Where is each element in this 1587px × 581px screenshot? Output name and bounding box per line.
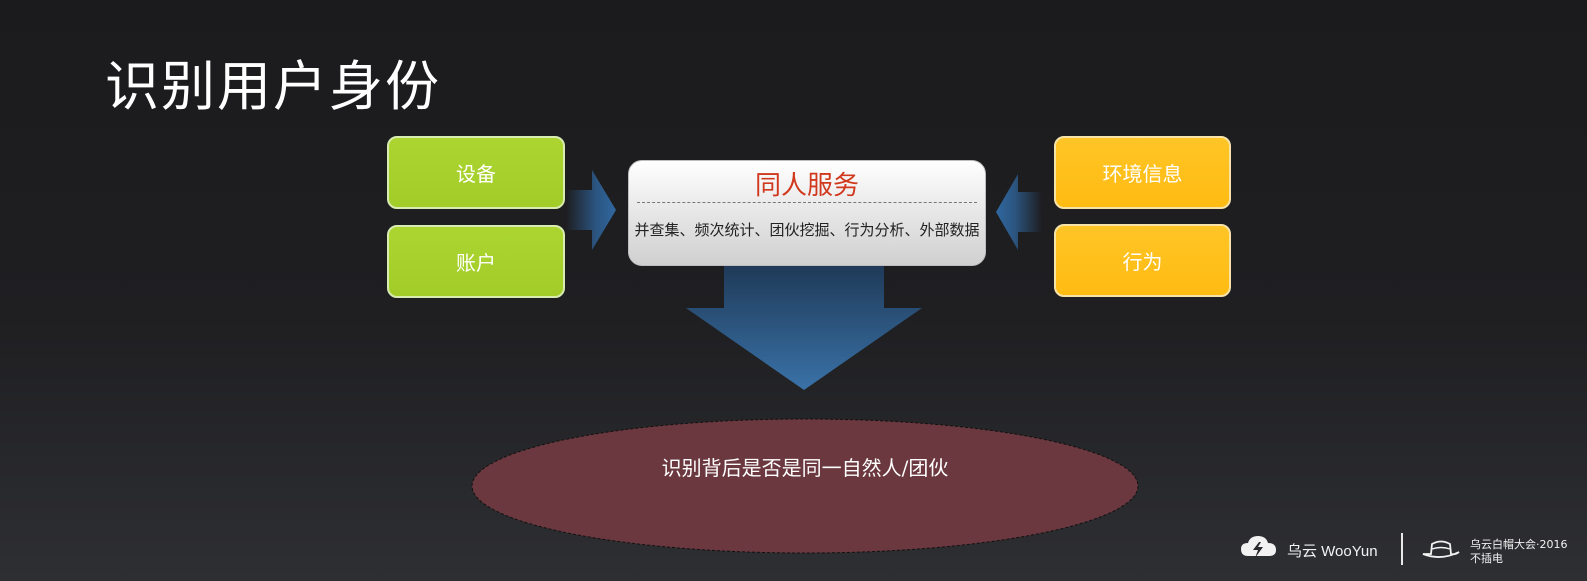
input-box-device-label: 设备 — [456, 162, 496, 186]
slide-title: 识别用户身份 — [105, 55, 441, 118]
cloud-lightning-icon — [1241, 536, 1276, 558]
brand-name: 乌云 WooYun — [1287, 543, 1378, 560]
input-box-account-label: 账户 — [456, 251, 496, 275]
input-box-behavior-label: 行为 — [1122, 250, 1163, 274]
result-ellipse — [471, 418, 1139, 554]
hat-icon — [1422, 540, 1460, 558]
service-box-title: 同人服务 — [754, 171, 859, 201]
arrow-right-icon — [566, 170, 616, 250]
input-box-environment: 环境信息 — [1054, 136, 1231, 209]
conference-subtitle: 不插电 — [1470, 552, 1503, 565]
arrow-left-icon — [996, 174, 1042, 250]
input-box-device: 设备 — [387, 136, 565, 209]
service-box-subtitle: 并查集、频次统计、团伙挖掘、行为分析、外部数据 — [634, 221, 980, 239]
result-text: 识别背后是否是同一自然人/团伙 — [661, 456, 949, 480]
service-box-divider — [637, 202, 977, 203]
input-box-environment-label: 环境信息 — [1102, 162, 1183, 186]
footer-divider — [1401, 533, 1403, 565]
arrow-down-icon — [686, 266, 922, 390]
input-box-behavior: 行为 — [1054, 224, 1231, 297]
conference-title: 乌云白帽大会·2016 — [1470, 538, 1568, 551]
input-box-account: 账户 — [387, 225, 565, 298]
service-box: 同人服务 并查集、频次统计、团伙挖掘、行为分析、外部数据 — [628, 160, 986, 266]
